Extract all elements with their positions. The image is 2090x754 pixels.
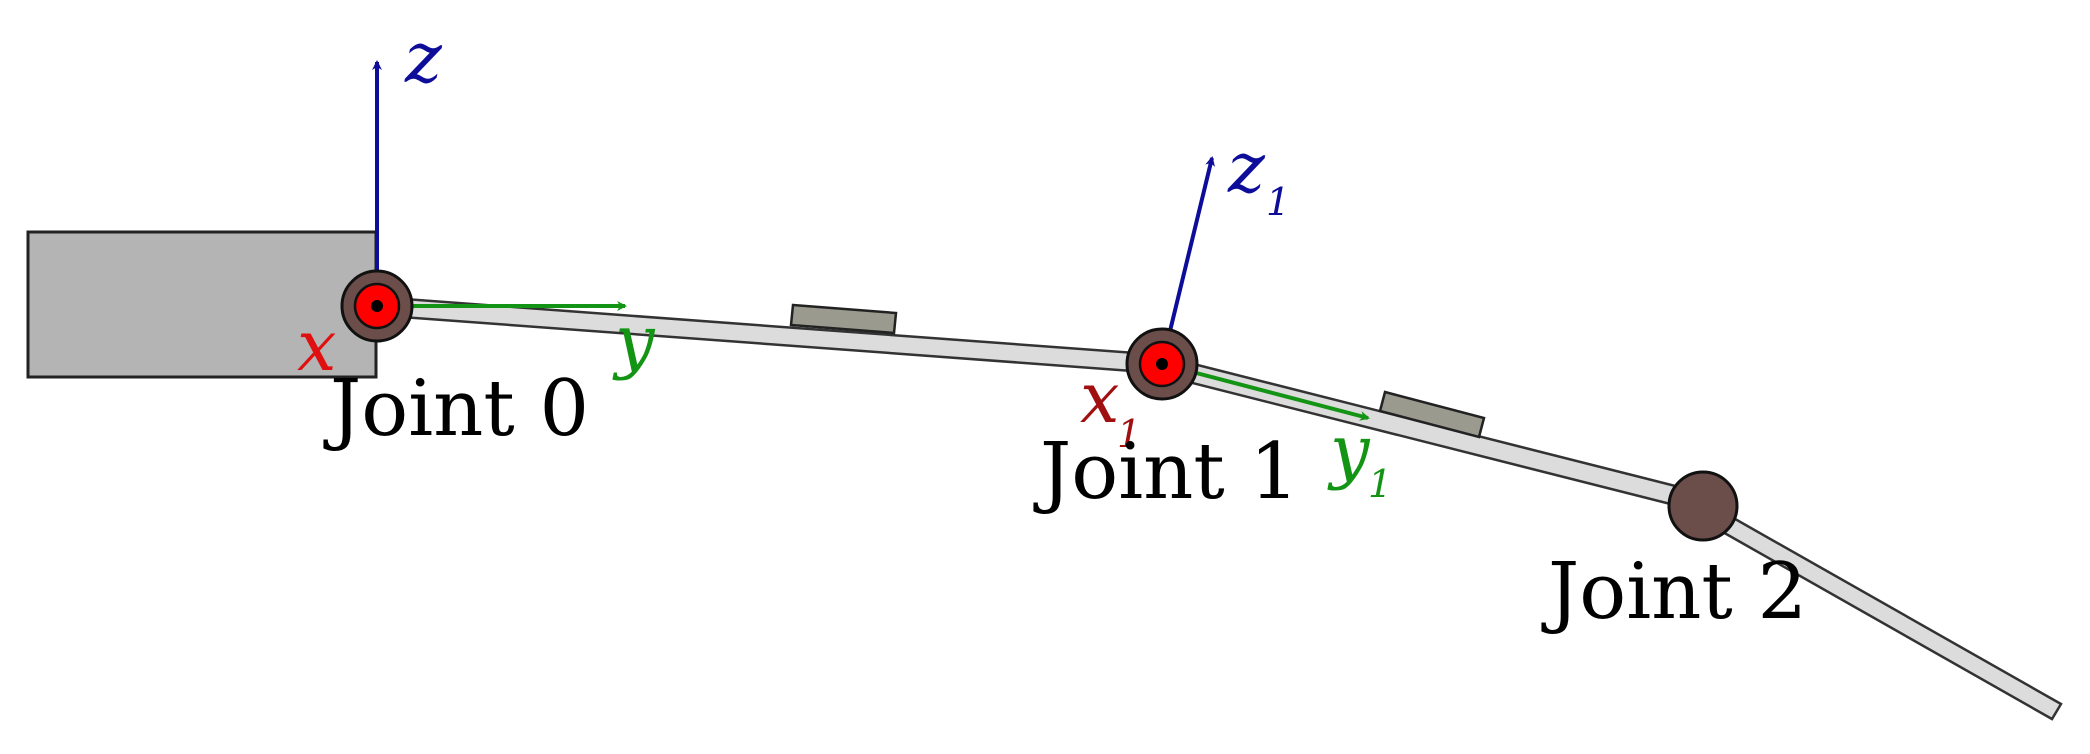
y1-axis-subscript: 1 (1368, 462, 1392, 506)
z1-axis-label: z (1227, 127, 1266, 209)
joint-0-label: Joint 0 (323, 364, 589, 454)
joint-1 (1125, 327, 1199, 401)
z-axis-label: z (404, 17, 443, 99)
joint-0 (340, 269, 414, 343)
x1-axis-label: x (1080, 357, 1119, 439)
joint-2-label: Joint 2 (1541, 547, 1807, 637)
y1-axis-label: y (1327, 410, 1371, 492)
sensor-link-2 (1378, 390, 1486, 439)
base-block (26, 230, 378, 379)
x1-axis-subscript: 1 (1117, 412, 1141, 456)
x-axis-label: x (297, 305, 336, 387)
z1-axis-subscript: 1 (1266, 180, 1290, 224)
link-1 (373, 295, 1164, 375)
joint-2 (1667, 470, 1739, 542)
sensor-link-1 (789, 303, 898, 335)
y-axis-label: y (612, 300, 656, 382)
joint-1-label: Joint 1 (1033, 427, 1299, 517)
